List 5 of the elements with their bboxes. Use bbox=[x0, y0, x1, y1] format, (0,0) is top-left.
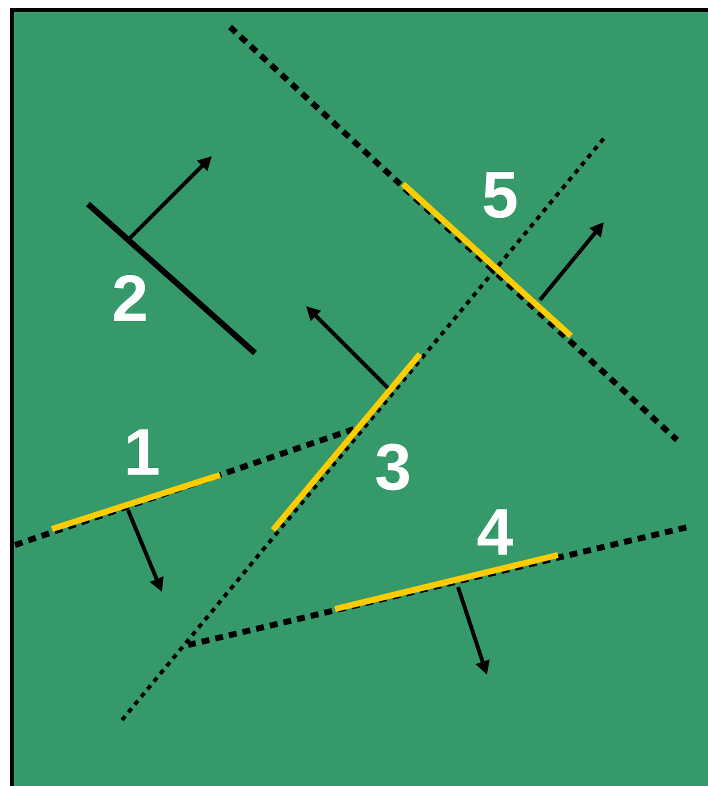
callout-number: 5 bbox=[484, 172, 516, 218]
callout-number: 1 bbox=[128, 429, 158, 475]
callout-number: 3 bbox=[376, 444, 409, 490]
callout-number: 2 bbox=[114, 274, 146, 322]
callout-number: 4 bbox=[478, 509, 513, 555]
